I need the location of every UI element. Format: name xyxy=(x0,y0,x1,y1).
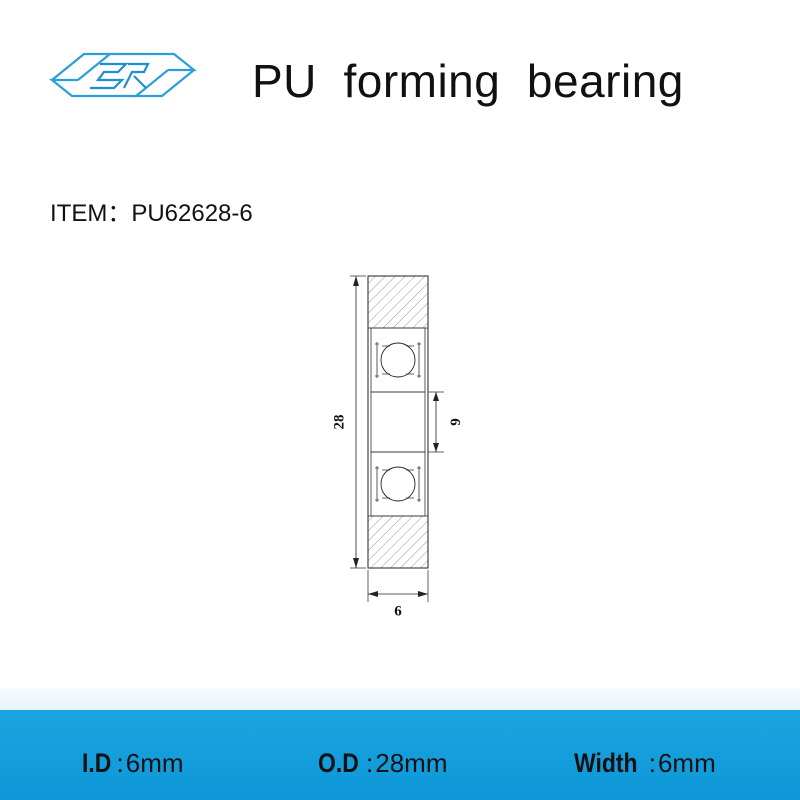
spec-label: I.D xyxy=(82,748,112,778)
sr-logo-icon xyxy=(48,52,198,98)
spec-value: 6mm xyxy=(657,748,716,778)
page-title: PU forming bearing xyxy=(252,55,684,107)
spec-band: I.D:6mm O.D:28mm Width:6mm xyxy=(0,688,800,800)
spec-width: Width:6mm xyxy=(574,748,716,779)
width-dim: 6 xyxy=(394,603,402,619)
spec-label: Width xyxy=(574,748,638,778)
item-code: ITEM：PU62628-6 xyxy=(50,200,253,227)
spec-outer-diameter: O.D:28mm xyxy=(318,748,448,779)
outer-diameter-dim: 28 xyxy=(331,415,347,430)
spec-separator: : xyxy=(366,748,374,778)
spec-separator: : xyxy=(648,748,656,778)
spec-separator: : xyxy=(116,748,124,778)
spec-value: 6mm xyxy=(125,748,184,778)
bearing-drawing: 28 6 6 xyxy=(331,275,463,619)
inner-diameter-dim: 6 xyxy=(447,418,463,426)
spec-label: O.D xyxy=(318,748,359,778)
spec-inner-diameter: I.D:6mm xyxy=(82,748,184,779)
spec-value: 28mm xyxy=(375,748,448,778)
